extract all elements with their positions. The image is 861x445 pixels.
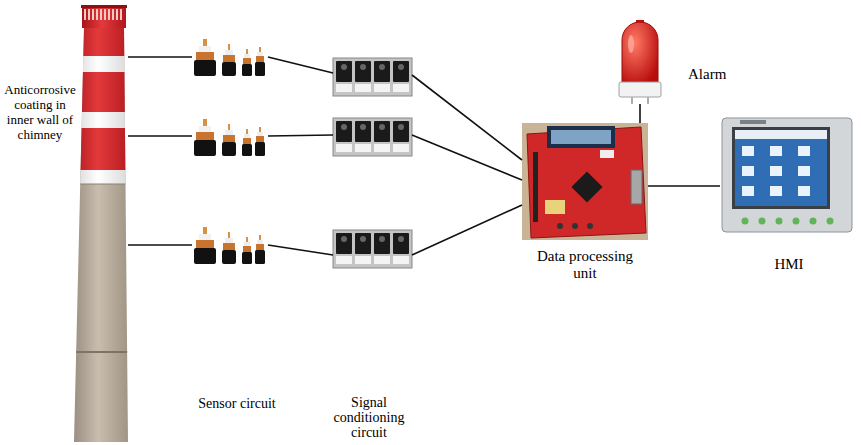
beacon-pin bbox=[647, 97, 649, 104]
socket bbox=[545, 200, 565, 214]
connector-line bbox=[268, 57, 333, 73]
red-band bbox=[70, 72, 132, 112]
brand-strip bbox=[740, 120, 766, 124]
node-label: HMI bbox=[720, 256, 858, 273]
hmi-icon bbox=[742, 166, 754, 176]
white-band bbox=[70, 112, 132, 128]
red-band bbox=[70, 128, 132, 170]
push-button bbox=[587, 223, 593, 229]
hmi-screen bbox=[735, 130, 827, 206]
chimney-ring bbox=[70, 184, 132, 185]
signal-conditioning-board bbox=[333, 118, 412, 156]
hmi-icon bbox=[798, 166, 810, 176]
hmi-frame bbox=[722, 118, 852, 232]
column-caption: Signal conditioning circuit bbox=[326, 395, 412, 440]
hmi-titlebar bbox=[735, 130, 827, 139]
column-caption: Sensor circuit bbox=[192, 396, 282, 411]
signal-conditioning-board bbox=[333, 58, 412, 96]
white-band bbox=[70, 170, 132, 184]
pin-header bbox=[533, 152, 538, 222]
signal-conditioning-board bbox=[333, 230, 412, 268]
mcu-chip bbox=[571, 171, 602, 202]
chimney: Anticorrosive coating in inner wall of c… bbox=[0, 5, 128, 442]
sensor-circuit bbox=[192, 38, 268, 76]
node-label: Anticorrosive coating in inner wall of c… bbox=[2, 83, 78, 143]
connector-line bbox=[412, 205, 522, 255]
sensor-circuit bbox=[192, 226, 268, 264]
hmi-key bbox=[742, 218, 749, 225]
sensor-cable-icon bbox=[194, 227, 265, 264]
node-label: Data processing unit bbox=[530, 248, 640, 283]
sensor-circuit bbox=[192, 118, 268, 156]
chimney-crown bbox=[82, 6, 126, 28]
lcd-bezel bbox=[547, 126, 615, 148]
hmi-icon bbox=[742, 186, 754, 196]
crown-ribs bbox=[84, 9, 124, 20]
beacon-pin bbox=[631, 97, 633, 104]
hmi-key bbox=[810, 218, 817, 225]
connector-line bbox=[128, 56, 192, 58]
sensor-cable-icon bbox=[194, 119, 265, 156]
beacon-highlight bbox=[628, 35, 634, 53]
hmi-key bbox=[759, 218, 766, 225]
connector-line bbox=[128, 244, 192, 246]
chimney-bands bbox=[70, 28, 132, 352]
hmi-icon bbox=[798, 186, 810, 196]
hmi-icon bbox=[742, 146, 754, 156]
connector-line bbox=[268, 135, 333, 136]
connector-line bbox=[268, 245, 333, 255]
sensor-cable-icon bbox=[194, 39, 265, 76]
push-button bbox=[572, 223, 578, 229]
hmi-icon bbox=[770, 146, 782, 156]
push-button bbox=[557, 223, 563, 229]
lcd-screen bbox=[551, 130, 611, 144]
conditioning-board-icon bbox=[333, 118, 412, 156]
conditioning-board-icon bbox=[333, 230, 412, 268]
hmi-panel: HMI bbox=[720, 116, 858, 276]
hmi-icon bbox=[770, 186, 782, 196]
red-band bbox=[70, 28, 132, 56]
hmi-icon bbox=[798, 146, 810, 156]
node-label: Alarm bbox=[688, 66, 739, 83]
connectors bbox=[128, 57, 720, 255]
alarm-beacon: Alarm bbox=[618, 20, 739, 104]
connector-line bbox=[639, 104, 641, 123]
connector-line bbox=[648, 185, 720, 187]
crown-rim bbox=[81, 5, 127, 8]
beacon-dome bbox=[622, 22, 658, 82]
data-processing-unit: Data processing unit bbox=[522, 123, 648, 288]
hmi-key bbox=[776, 218, 783, 225]
connector-line bbox=[412, 135, 522, 180]
db9-connector bbox=[631, 170, 642, 204]
beacon-base bbox=[619, 82, 661, 97]
connector-line bbox=[412, 75, 522, 160]
conditioning-board-icon bbox=[333, 58, 412, 96]
pcb-board bbox=[527, 127, 646, 238]
chimney-ring bbox=[70, 351, 132, 353]
hmi-icon bbox=[770, 166, 782, 176]
connector-line bbox=[128, 135, 192, 137]
hmi-key bbox=[827, 218, 834, 225]
photo-ground bbox=[522, 123, 648, 240]
white-band bbox=[70, 56, 132, 72]
component bbox=[600, 150, 614, 158]
hmi-bezel bbox=[732, 127, 830, 209]
hmi-key bbox=[793, 218, 800, 225]
